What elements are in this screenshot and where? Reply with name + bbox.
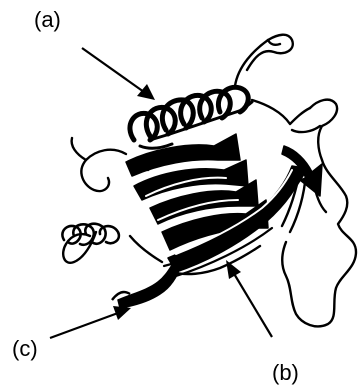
left-helix xyxy=(62,224,119,245)
loop-c xyxy=(112,262,180,308)
label-a: (a) xyxy=(34,9,61,31)
label-c: (c) xyxy=(12,338,38,360)
arrow-a xyxy=(82,48,155,100)
arrow-b xyxy=(226,260,272,337)
label-b: (b) xyxy=(272,362,299,384)
arrow-c xyxy=(50,306,131,338)
